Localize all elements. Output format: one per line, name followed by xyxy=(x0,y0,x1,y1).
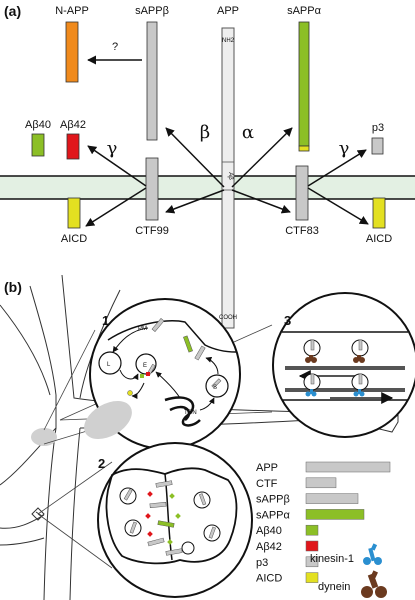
legend-swatch-5 xyxy=(305,540,319,552)
abeta42-label: Aβ42 xyxy=(60,119,86,131)
sapp-beta-label: sAPPβ xyxy=(135,5,169,17)
secretory-vesicle-label: S xyxy=(213,385,217,391)
legend-swatch-4 xyxy=(305,524,319,536)
legend-swatch-1 xyxy=(305,477,337,489)
n-app-bar xyxy=(65,21,79,83)
app-full-length xyxy=(221,27,235,329)
abeta-domain-label: Aβ xyxy=(227,172,233,180)
inset-2 xyxy=(97,442,253,598)
legend-swatch-6 xyxy=(305,556,319,568)
cleavage-arrows xyxy=(85,127,369,227)
cell-body-highlight xyxy=(31,428,57,446)
panel-a-label: (a) xyxy=(4,3,21,19)
aicd-right-label: AICD xyxy=(366,233,392,245)
app-label: APP xyxy=(217,5,239,17)
abeta42-bar xyxy=(66,133,80,160)
abeta40-label: Aβ40 xyxy=(25,119,51,131)
n-app-label: N-APP xyxy=(55,5,89,17)
panel-b-label: (b) xyxy=(4,279,22,295)
alpha-label: α xyxy=(242,122,254,143)
gamma-left-label: γ xyxy=(107,138,118,159)
tgn-label: TGN xyxy=(184,410,197,416)
legend-swatch-0 xyxy=(305,461,391,473)
legend-label-5: Aβ42 xyxy=(256,541,282,553)
sapp-alpha-label: sAPPα xyxy=(287,5,322,17)
ctf99-label: CTF99 xyxy=(135,225,169,237)
legend-label-4: Aβ40 xyxy=(256,525,282,537)
axon-initial-marker xyxy=(31,507,45,521)
inset-2-number: 2 xyxy=(98,456,105,471)
pm-label: PM xyxy=(138,326,147,332)
p3-label: p3 xyxy=(372,122,384,134)
inset-1-number: 1 xyxy=(102,313,109,328)
legend-label-3: sAPPα xyxy=(256,509,291,521)
inset-3-number: 3 xyxy=(284,313,291,328)
endosome-label: E xyxy=(143,363,147,369)
aicd-left-label: AICD xyxy=(61,233,87,245)
gamma-right-label: γ xyxy=(339,138,350,159)
legend-label-1: CTF xyxy=(256,478,278,490)
legend-swatch-7 xyxy=(305,572,319,583)
membrane xyxy=(0,175,415,200)
question-mark: ? xyxy=(112,41,118,53)
p3-bar xyxy=(371,137,384,155)
nh2-label: NH2 xyxy=(222,38,235,44)
ctf83-label: CTF83 xyxy=(285,225,319,237)
sapp-beta-bar xyxy=(146,21,158,141)
legend-swatch-2 xyxy=(305,493,359,504)
inset-1 xyxy=(84,298,241,450)
aicd-right-bar xyxy=(372,197,386,229)
kinesin-label: kinesin-1 xyxy=(310,553,354,565)
dynein-icon xyxy=(361,570,387,598)
inset-3 xyxy=(272,292,415,438)
aicd-left-bar xyxy=(67,197,81,229)
legend-label-2: sAPPβ xyxy=(256,494,290,506)
beta-label: β xyxy=(200,122,210,143)
cooh-label: COOH xyxy=(219,315,237,321)
ctf99-bar xyxy=(145,157,159,221)
abeta40-bar xyxy=(31,133,45,157)
legend-label-6: p3 xyxy=(256,557,268,569)
ctf83-bar xyxy=(295,165,309,221)
sapp-alpha-bar xyxy=(298,21,310,147)
kinesin-icon xyxy=(363,543,382,565)
legend-label-0: APP xyxy=(256,462,278,474)
legend-label-7: AICD xyxy=(256,573,282,585)
lysosome-label: L xyxy=(107,362,111,368)
dynein-label: dynein xyxy=(318,581,350,593)
legend-swatch-3 xyxy=(305,509,365,520)
sapp-alpha-tip xyxy=(298,145,310,152)
